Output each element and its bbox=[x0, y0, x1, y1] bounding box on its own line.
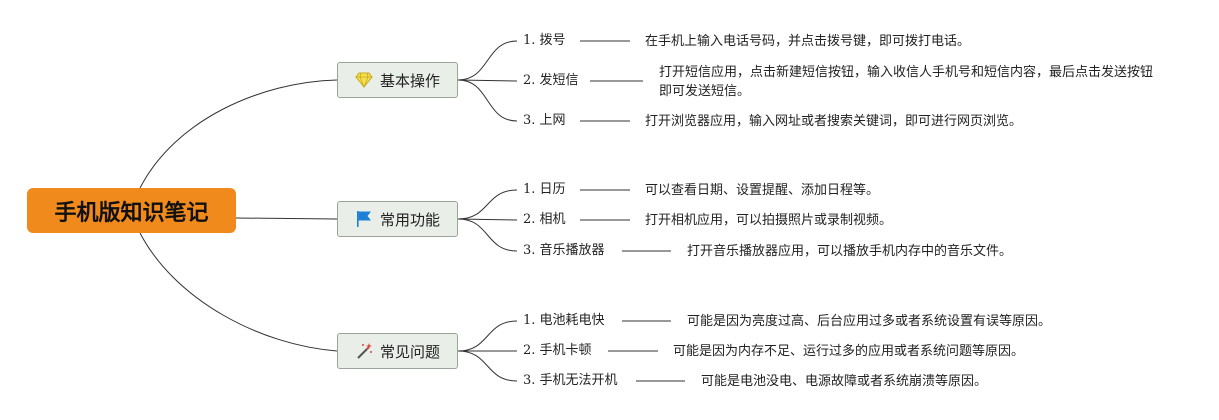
basic-to-item3-line bbox=[457, 79, 518, 122]
flag-icon bbox=[355, 210, 373, 228]
subtopic-description: 打开音乐播放器应用，可以播放手机内存中的音乐文件。 bbox=[687, 244, 1013, 259]
subtopic-description: 可能是因为亮度过高、后台应用过多或者系统设置有误等原因。 bbox=[687, 314, 1052, 329]
subtopic-music-player[interactable]: 3. 音乐播放器 bbox=[523, 243, 605, 258]
topic-label: 常见问题 bbox=[379, 342, 440, 361]
magic-wand-icon bbox=[355, 342, 373, 360]
topic-basic-operations[interactable]: 基本操作 bbox=[337, 62, 458, 98]
topic-common-functions[interactable]: 常用功能 bbox=[337, 201, 458, 237]
root-title: 手机版知识笔记 bbox=[54, 200, 209, 226]
root-topic[interactable]: 手机版知识笔记 bbox=[27, 188, 236, 233]
subtopic-description: 打开短信应用，点击新建短信按钮，输入收信人手机号和短信内容，最后点击发送按钮即可… bbox=[659, 65, 1154, 99]
root-to-problems-line bbox=[139, 232, 338, 352]
topic-label: 基本操作 bbox=[379, 71, 440, 90]
problems-to-item3-line bbox=[457, 350, 518, 382]
subtopic-dial[interactable]: 1. 拨号 bbox=[523, 33, 566, 48]
root-to-common-line bbox=[235, 217, 338, 220]
subtopic-sms[interactable]: 2. 发短信 bbox=[523, 73, 579, 88]
common-to-item3-line bbox=[457, 218, 518, 252]
basic-to-item1-line bbox=[457, 40, 518, 81]
subtopic-camera[interactable]: 2. 相机 bbox=[523, 212, 566, 227]
subtopic-description: 打开相机应用，可以拍摄照片或录制视频。 bbox=[645, 213, 893, 228]
subtopic-description: 可能是因为内存不足、运行过多的应用或者系统问题等原因。 bbox=[673, 344, 1025, 359]
subtopic-internet[interactable]: 3. 上网 bbox=[523, 113, 566, 128]
gem-icon bbox=[355, 72, 373, 88]
basic-to-item2-line bbox=[457, 79, 518, 82]
subtopic-description: 可能是电池没电、电源故障或者系统崩溃等原因。 bbox=[701, 374, 988, 389]
subtopic-calendar[interactable]: 1. 日历 bbox=[523, 182, 566, 197]
subtopic-description: 在手机上输入电话号码，并点击拨号键，即可拨打电话。 bbox=[645, 34, 971, 49]
subtopic-lag[interactable]: 2. 手机卡顿 bbox=[523, 343, 592, 358]
subtopic-description: 可以查看日期、设置提醒、添加日程等。 bbox=[645, 183, 880, 198]
topic-label: 常用功能 bbox=[379, 210, 440, 229]
root-to-basic-line bbox=[139, 79, 338, 189]
subtopic-battery-drain[interactable]: 1. 电池耗电快 bbox=[523, 313, 605, 328]
topic-common-problems[interactable]: 常见问题 bbox=[337, 333, 458, 369]
subtopic-no-boot[interactable]: 3. 手机无法开机 bbox=[523, 373, 618, 388]
common-to-item2-line bbox=[457, 218, 518, 221]
problems-to-item1-line bbox=[457, 320, 518, 352]
subtopic-description: 打开浏览器应用，输入网址或者搜索关键词，即可进行网页浏览。 bbox=[645, 114, 1023, 129]
common-to-item1-line bbox=[457, 189, 518, 220]
